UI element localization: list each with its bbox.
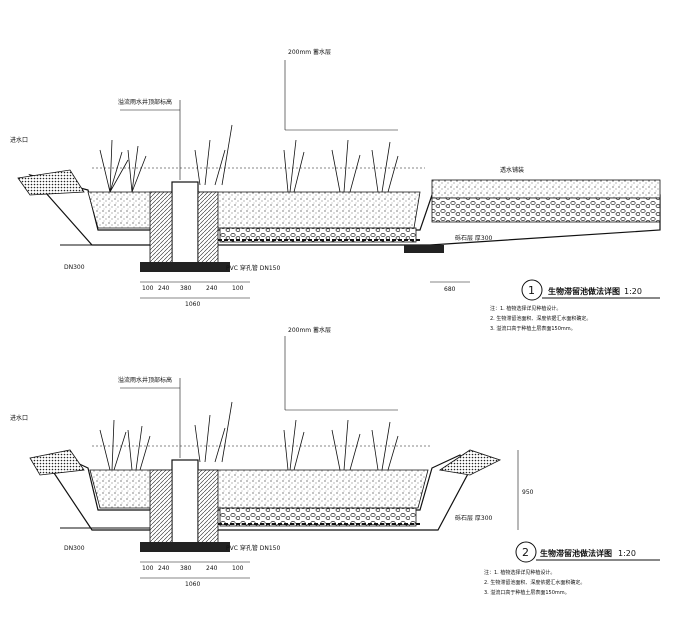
section-2: 溢流雨水井顶部标高 200mm 蓄水层 PVC 穿孔管 DN150 砾石层 厚3… [10,326,660,596]
label-gravel-2: 砾石层 厚300 [455,514,493,522]
soil-layer-1 [87,191,421,229]
label-dn300-1: DN300 [64,264,85,271]
leaders-1 [120,60,398,180]
well-wall-right-2 [197,469,219,551]
right-footing-1 [404,245,444,253]
label-paving-1: 透水铺装 [500,166,524,174]
label-weir-1: 溢流雨水井顶部标高 [118,98,172,106]
section-title-2: 生物滞留池做法详图 [540,548,612,558]
dim-2-0: 100 [142,565,154,572]
section-number-1: 1 [528,284,535,297]
dim-total-1: 1060 [185,301,200,308]
dim-1-1: 240 [158,285,170,292]
dim-2-4: 100 [232,565,244,572]
paving-base-right-1 [431,197,661,223]
label-weir-2: 溢流雨水井顶部标高 [118,376,172,384]
note-2-2: 3. 溢流口高于种植土层表面150mm。 [484,589,570,596]
section-scale-1: 1:20 [624,287,642,296]
label-depth-1: 200mm 蓄水层 [288,48,331,56]
overflow-well-1 [171,181,199,271]
paving-right-1 [431,179,661,199]
dim-total-2: 1060 [185,581,200,588]
well-wall-left-2 [149,469,173,551]
dim-2-1: 240 [158,565,170,572]
dim-right-2: 950 [522,489,534,496]
label-pvc-2: PVC 穿孔管 DN150 [226,544,280,552]
note-1-2: 3. 溢流口高于种植土层表面150mm。 [490,325,576,332]
dim-1-3: 240 [206,285,218,292]
dim-2-3: 240 [206,565,218,572]
label-inlet-2: 进水口 [10,414,28,422]
note-2-1: 2. 生物滞留池面积、深度依据汇水面积确定。 [484,579,585,586]
gravel-layer-1 [219,227,417,243]
dim-2-2: 380 [180,565,192,572]
section-1: 溢流雨水井顶部标高 200mm 蓄水层 PVC 穿孔管 DN150 砾石层 厚3… [10,48,661,332]
dimensions-1 [140,281,470,299]
note-2-0: 注：1. 植物选择详见种植设计。 [484,569,555,576]
soil-layer-2 [89,469,429,509]
section-number-circle-2 [515,541,537,563]
plants-2 [99,401,399,471]
gravel-layer-2 [219,507,417,527]
note-1-1: 2. 生物滞留池面积、深度依据汇水面积确定。 [490,315,591,322]
section-scale-2: 1:20 [618,549,636,558]
label-depth-2: 200mm 蓄水层 [288,326,331,334]
rock-slope-left-1 [17,169,85,196]
basin-outline-2 [51,454,471,531]
dim-1-2: 380 [180,285,192,292]
rock-slope-right-2 [438,449,502,476]
well-base-2 [140,542,230,552]
label-pvc-1: PVC 穿孔管 DN150 [226,264,280,272]
dim-1-0: 100 [142,285,154,292]
well-wall-right-1 [197,191,219,271]
label-inlet-1: 进水口 [10,136,28,144]
section-title-1: 生物滞留池做法详图 [548,286,620,296]
section-number-2: 2 [522,546,529,559]
dim-1-4: 100 [232,285,244,292]
plants-1 [99,124,399,193]
well-base-1 [140,262,230,272]
dim-right-1: 680 [444,286,456,293]
section-number-circle-1 [521,279,543,301]
well-wall-left-1 [149,191,173,271]
overflow-well-2 [171,459,199,551]
label-dn300-2: DN300 [64,545,85,552]
label-gravel-1: 砾石层 厚300 [455,234,493,242]
dimensions-2 [140,450,519,579]
rock-slope-left-2 [29,449,85,476]
note-1-0: 注：1. 植物选择详见种植设计。 [490,305,561,312]
leaders-2 [120,336,398,458]
